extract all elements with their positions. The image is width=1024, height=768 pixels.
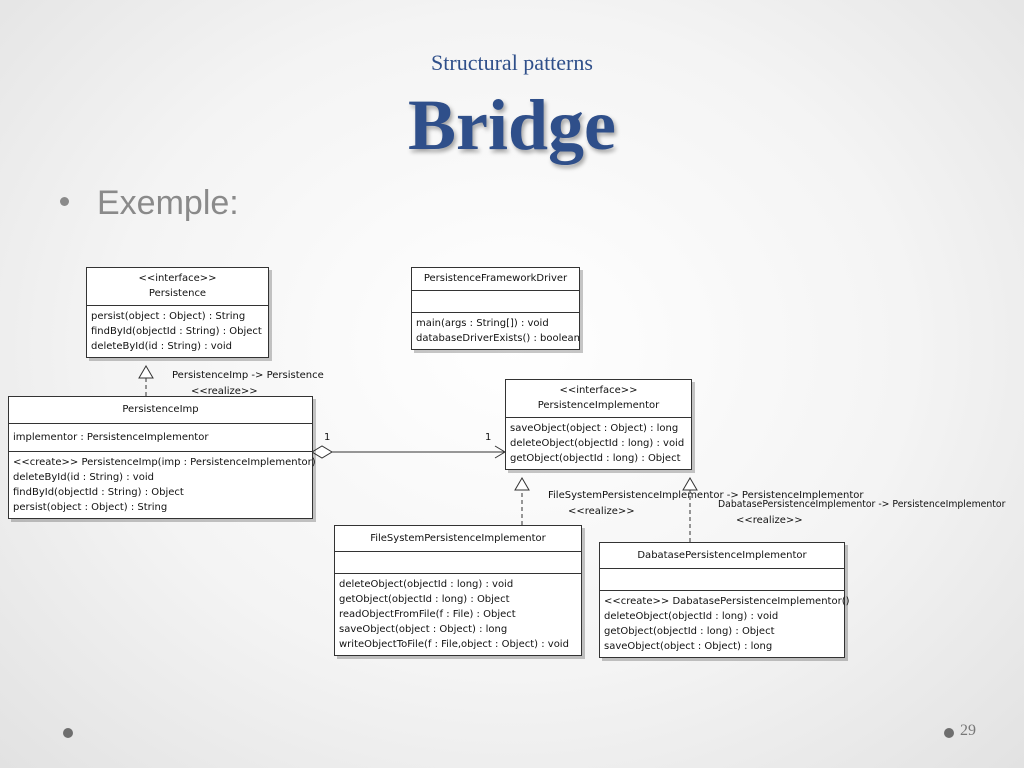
class-persistence-imp[interactable]: PersistenceImp implementor : Persistence…: [8, 396, 316, 519]
bullet-text: Exemple:: [97, 184, 239, 222]
class-name: Persistence: [148, 288, 207, 299]
operation: deleteObject(objectId : long) : void: [510, 438, 685, 449]
class-persistence-framework-driver[interactable]: PersistenceFrameworkDriver main(args : S…: [411, 267, 580, 350]
operation: writeObjectToFile(f : File,object : Obje…: [339, 639, 569, 650]
operation: readObjectFromFile(f : File) : Object: [339, 609, 516, 620]
operation: findById(objectId : String) : Object: [13, 487, 184, 498]
class-name: DabatasePersistenceImplementor: [637, 550, 807, 561]
class-header: PersistenceFrameworkDriver: [412, 268, 579, 291]
operation: deleteObject(objectId : long) : void: [339, 579, 514, 590]
class-stereotype: <<interface>>: [138, 273, 217, 284]
imp-realize-arrowhead: [138, 365, 154, 379]
operation: saveObject(object : Object) : long: [510, 423, 679, 434]
operation: persist(object : Object) : String: [13, 502, 168, 513]
operation: findById(objectId : String) : Object: [91, 326, 262, 337]
class-header: FileSystemPersistenceImplementor: [335, 526, 581, 552]
db-realize-label: DabatasePersistenceImplementor -> Persis…: [718, 499, 1006, 510]
page-number: 29: [960, 722, 976, 739]
class-attributes: [412, 291, 579, 313]
operation: getObject(objectId : long) : Object: [339, 594, 510, 605]
operation: persist(object : Object) : String: [91, 311, 246, 322]
class-stereotype: <<interface>>: [559, 385, 638, 396]
operation: <<create>> DabatasePersistenceImplemento…: [604, 596, 850, 607]
class-persistence[interactable]: <<interface>> Persistence persist(object…: [86, 267, 269, 358]
class-attributes: [335, 552, 581, 574]
footer-dot-right-icon: [944, 728, 954, 738]
class-operations: main(args : String[]) : void databaseDri…: [412, 313, 580, 349]
operation: main(args : String[]) : void: [416, 318, 549, 329]
fs-realize-arrowhead: [514, 477, 530, 491]
operation: saveObject(object : Object) : long: [339, 624, 508, 635]
operation: deleteById(id : String) : void: [91, 341, 232, 352]
slide-title: Bridge: [408, 85, 616, 165]
class-header: PersistenceImp: [9, 397, 312, 424]
class-database-persistence-implementor[interactable]: DabatasePersistenceImplementor <<create>…: [599, 542, 850, 658]
db-realize-arrowhead: [682, 477, 698, 491]
class-operations: <<create>> PersistenceImp(imp : Persiste…: [9, 452, 316, 518]
class-filesystem-persistence-implementor[interactable]: FileSystemPersistenceImplementor deleteO…: [334, 525, 582, 656]
footer-dot-left-icon: [63, 728, 73, 738]
operation: deleteById(id : String) : void: [13, 472, 154, 483]
db-realize-stereotype: <<realize>>: [736, 515, 803, 526]
class-name: FileSystemPersistenceImplementor: [370, 533, 546, 544]
slide-subtitle: Structural patterns: [431, 50, 593, 75]
fs-realize-stereotype: <<realize>>: [568, 506, 635, 517]
operation: databaseDriverExists() : boolean: [416, 333, 580, 344]
class-operations: deleteObject(objectId : long) : void get…: [335, 574, 581, 655]
fs-realize-label: FileSystemPersistenceImplementor -> Pers…: [548, 490, 864, 501]
operation: <<create>> PersistenceImp(imp : Persiste…: [13, 457, 316, 468]
class-name: PersistenceImp: [122, 404, 199, 415]
class-header: <<interface>> Persistence: [87, 268, 268, 306]
imp-realize-label: PersistenceImp -> Persistence: [172, 370, 324, 381]
imp-realize-stereotype: <<realize>>: [191, 386, 258, 397]
class-operations: persist(object : Object) : String findBy…: [87, 306, 268, 357]
multiplicity-right: 1: [485, 432, 492, 443]
class-persistence-implementor[interactable]: <<interface>> PersistenceImplementor sav…: [505, 379, 692, 470]
operation: getObject(objectId : long) : Object: [510, 453, 681, 464]
class-header: <<interface>> PersistenceImplementor: [506, 380, 691, 418]
class-operations: <<create>> DabatasePersistenceImplemento…: [600, 591, 850, 657]
class-header: DabatasePersistenceImplementor: [600, 543, 844, 569]
operation: deleteObject(objectId : long) : void: [604, 611, 779, 622]
class-attributes: [600, 569, 844, 591]
multiplicity-left: 1: [324, 432, 331, 443]
operation: getObject(objectId : long) : Object: [604, 626, 775, 637]
attribute: implementor : PersistenceImplementor: [13, 432, 209, 443]
operation: saveObject(object : Object) : long: [604, 641, 773, 652]
class-name: PersistenceFrameworkDriver: [423, 273, 568, 284]
bullet-dot-icon: [60, 196, 69, 206]
bullet-item: Exemple:: [60, 184, 239, 223]
class-attributes: implementor : PersistenceImplementor: [9, 424, 312, 452]
class-name: PersistenceImplementor: [537, 400, 660, 411]
class-operations: saveObject(object : Object) : long delet…: [506, 418, 691, 469]
